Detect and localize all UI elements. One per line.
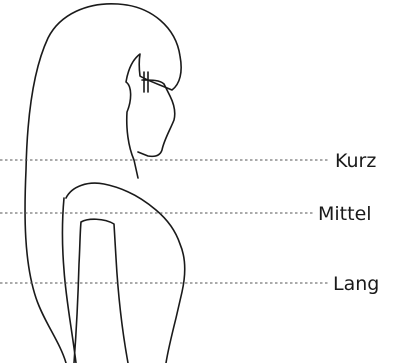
arm-outline [74,219,128,363]
short-label: Kurz [335,150,376,172]
back-outline [63,198,77,363]
shoulder-outline [66,183,185,363]
medium-label: Mittel [318,203,372,225]
hair-curl [144,72,148,92]
long-label: Lang [333,273,379,295]
